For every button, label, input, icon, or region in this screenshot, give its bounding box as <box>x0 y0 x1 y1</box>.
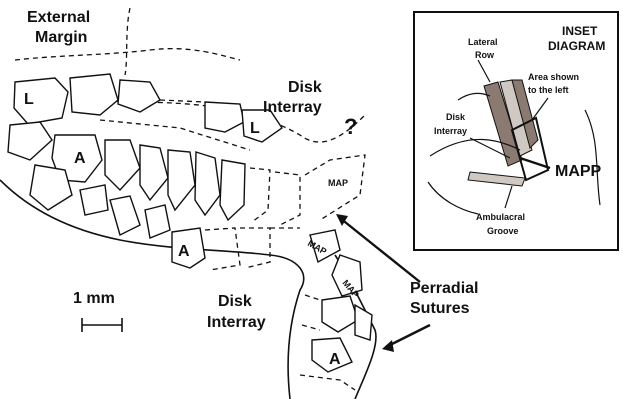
disk-interray-top-2: Interray <box>263 99 322 116</box>
external-margin-label-2: Margin <box>35 29 87 46</box>
plate-label-A: A <box>329 351 341 368</box>
plate-label-L: L <box>24 91 34 108</box>
plate-label-L: L <box>250 120 260 137</box>
plate <box>30 165 72 210</box>
plate <box>168 150 195 210</box>
inset-title-1: INSET <box>562 24 598 38</box>
perradial-sutures-2: Sutures <box>410 300 470 317</box>
inset-ambulacral-2: Groove <box>487 226 519 236</box>
plate <box>205 102 244 132</box>
inset-diagram: INSET DIAGRAM Lateral Row Area shown to … <box>414 12 618 250</box>
inset-area-shown-2: to the left <box>528 85 569 95</box>
inset-ambulacral-1: Ambulacral <box>476 212 525 222</box>
plate <box>322 296 358 332</box>
external-margin-label-1: External <box>27 9 90 26</box>
plate <box>110 196 140 235</box>
plate <box>118 80 160 112</box>
inset-area-shown-1: Area shown <box>528 72 579 82</box>
plate <box>195 152 220 215</box>
disk-interray-top-1: Disk <box>288 79 322 96</box>
scale-bar <box>82 318 122 332</box>
scale-bar-label: 1 mm <box>73 290 115 307</box>
inset-mapp: MAPP <box>555 163 602 180</box>
plate <box>14 78 68 124</box>
plate <box>70 74 118 115</box>
plate <box>355 305 372 340</box>
disk-interray-bottom-2: Interray <box>207 314 266 331</box>
plate <box>220 160 245 220</box>
plate <box>145 205 170 238</box>
perradial-sutures-1: Perradial <box>410 280 478 297</box>
inset-lateral-row-2: Row <box>475 50 495 60</box>
inset-title-2: DIAGRAM <box>548 39 605 53</box>
plate-label-MAP: MAP <box>328 178 348 188</box>
inset-lateral-row-1: Lateral <box>468 37 498 47</box>
plate <box>105 140 140 190</box>
inset-disk-interray-1: Disk <box>446 112 466 122</box>
plate-label-A: A <box>178 243 190 260</box>
disk-interray-bottom-1: Disk <box>218 293 252 310</box>
inset-disk-interray-2: Interray <box>434 126 467 136</box>
plate <box>80 185 108 215</box>
question-mark: ? <box>344 114 357 139</box>
plate-label-A: A <box>74 150 86 167</box>
plate <box>140 145 168 200</box>
plate <box>8 122 52 160</box>
